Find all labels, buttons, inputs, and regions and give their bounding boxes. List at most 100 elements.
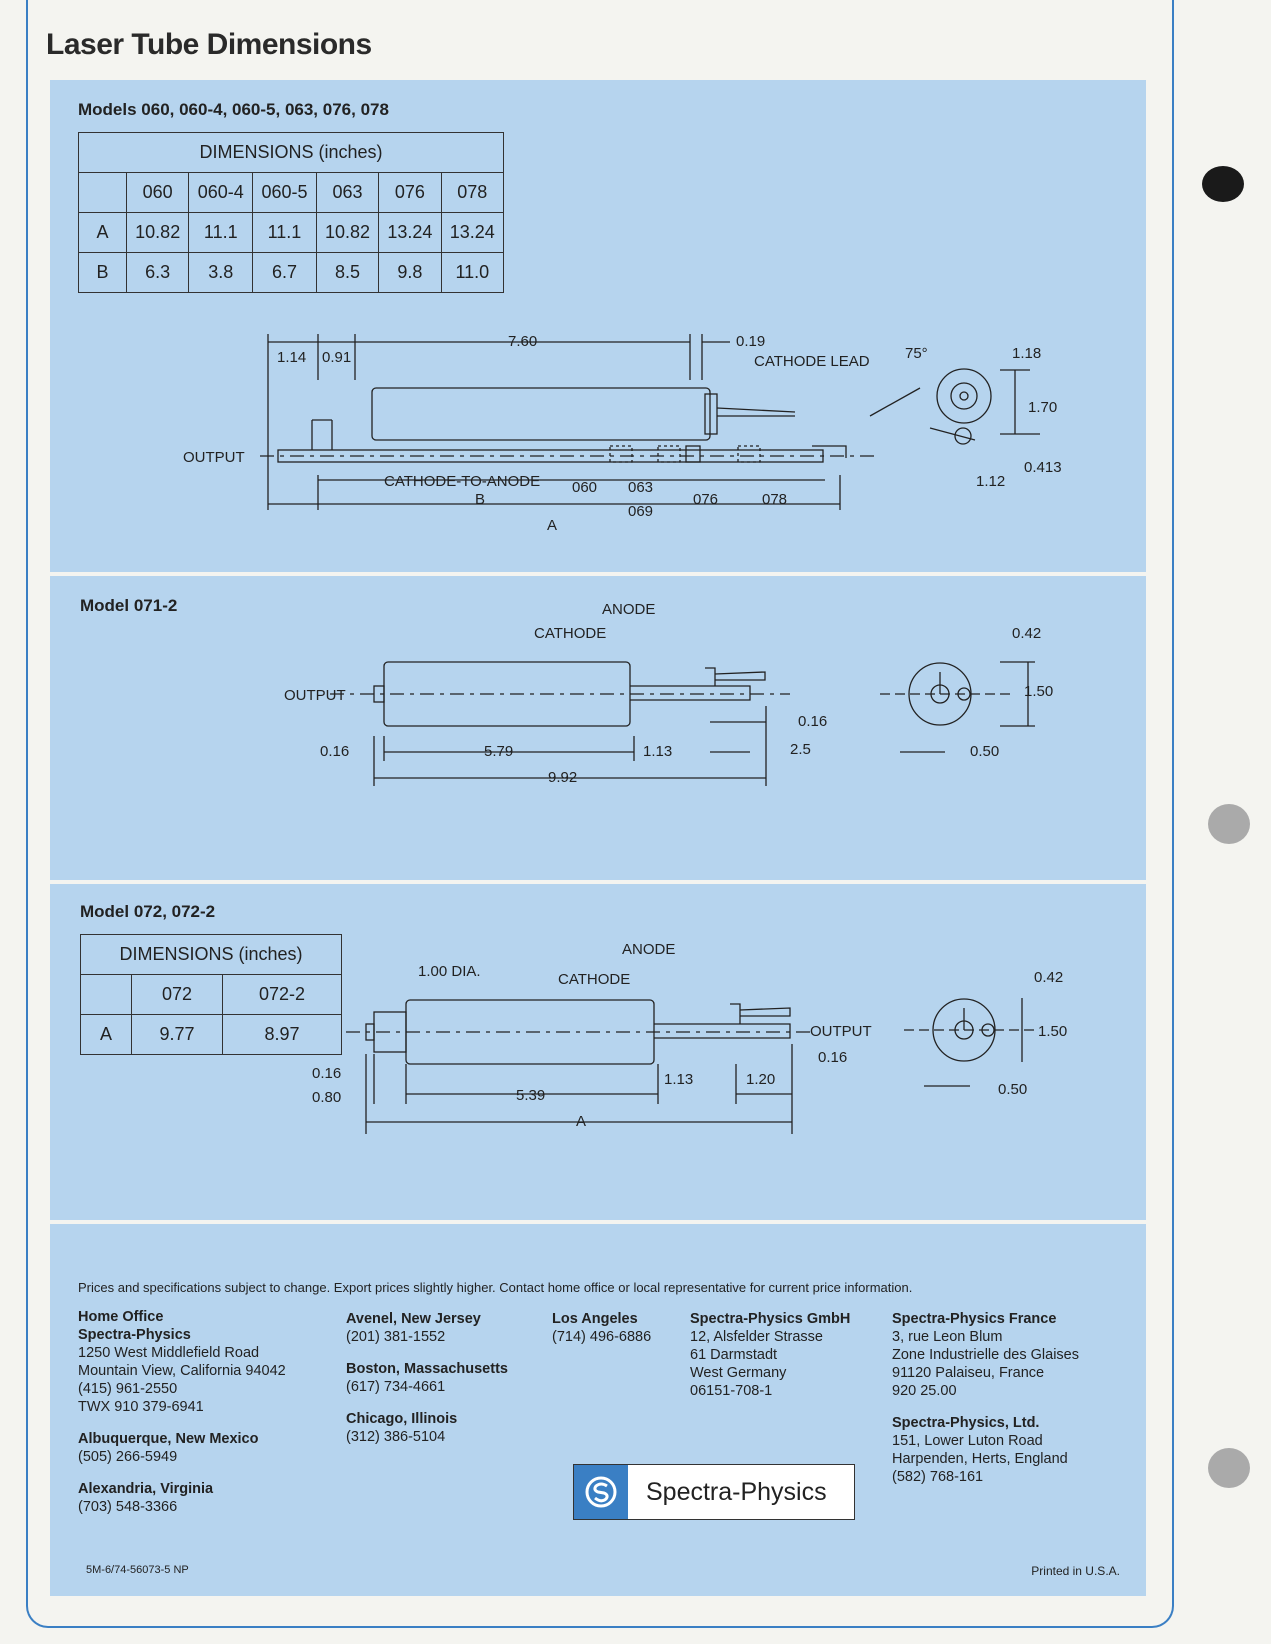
- address-column-5: Spectra-Physics France 3, rue Leon Blum …: [892, 1310, 1079, 1486]
- address-line: 61 Darmstadt: [690, 1347, 778, 1363]
- col-header: 060-4: [188, 172, 254, 213]
- col-header: 072-2: [222, 974, 342, 1015]
- output-label: OUTPUT: [284, 687, 346, 704]
- address-name: Spectra-Physics France: [892, 1311, 1057, 1327]
- model-marker: 060: [572, 479, 597, 496]
- address-column-3: Los Angeles (714) 496-6886: [552, 1310, 651, 1346]
- address-line: 1250 West Middlefield Road: [78, 1345, 260, 1361]
- dim-label: 1.14: [277, 349, 306, 366]
- address-line: TWX 910 379-6941: [78, 1399, 204, 1415]
- cathode-lead-label: CATHODE LEAD: [754, 353, 870, 370]
- support: [311, 419, 333, 450]
- address-column-2: Avenel, New Jersey (201) 381-1552 Boston…: [346, 1310, 508, 1446]
- table-cell: 13.24: [440, 212, 505, 253]
- address-name: Boston, Massachusetts: [346, 1361, 508, 1377]
- section-models-060: Models 060, 060-4, 060-5, 063, 076, 078 …: [50, 80, 1146, 572]
- address-line: 3, rue Leon Blum: [892, 1329, 1003, 1345]
- cathode-label: CATHODE: [558, 971, 630, 988]
- dim-label: 9.92: [548, 769, 577, 786]
- table-cell: 11.1: [252, 212, 317, 253]
- row-label: A: [80, 1014, 132, 1055]
- table-header-row: 060 060-4 060-5 063 076 078: [78, 172, 505, 213]
- anode-label: ANODE: [602, 601, 655, 618]
- address-column-4: Spectra-Physics GmbH 12, Alsfelder Stras…: [690, 1310, 850, 1400]
- output-label: OUTPUT: [183, 449, 245, 466]
- dim-label: 0.42: [1034, 969, 1063, 986]
- model-marker: 078: [762, 491, 787, 508]
- address-line: (703) 548-3366: [78, 1499, 178, 1515]
- dim-label: 0.16: [818, 1049, 847, 1066]
- table-cell: 9.77: [130, 1014, 224, 1055]
- table-row: B 6.3 3.8 6.7 8.5 9.8 11.0: [78, 252, 505, 293]
- anode-label: ANODE: [622, 941, 675, 958]
- binder-hole-top: [1202, 166, 1244, 202]
- page-title: Laser Tube Dimensions: [46, 28, 372, 61]
- cathode-lead-wire: [716, 407, 796, 413]
- dim-label: 5.79: [484, 743, 513, 760]
- section-model-072: Model 072, 072-2 DIMENSIONS (inches) 072…: [50, 884, 1146, 1220]
- address-line: 12, Alsfelder Strasse: [690, 1329, 823, 1345]
- table-cell: 11.0: [440, 252, 505, 293]
- end-view-center: [959, 391, 969, 401]
- address-line: Zone Industrielle des Glaises: [892, 1347, 1079, 1363]
- col-header: 072: [130, 974, 224, 1015]
- tube-body: [371, 387, 711, 441]
- logo-s-icon: [574, 1465, 628, 1519]
- page-border: [26, 0, 1174, 1628]
- model-marker: 063: [628, 479, 653, 496]
- dim-label: 0.19: [736, 333, 765, 350]
- anode-block: [685, 445, 701, 463]
- table-cell: 3.8: [188, 252, 254, 293]
- anode-lead: [705, 667, 766, 686]
- address-line: 91120 Palaiseu, France: [892, 1365, 1045, 1381]
- table-cell: 9.8: [378, 252, 442, 293]
- binder-hole-bottom: [1208, 1448, 1250, 1488]
- anode-position: [657, 445, 681, 463]
- table-cell: 6.3: [125, 252, 190, 293]
- end-view-small: [954, 427, 972, 445]
- table-cell: 10.82: [125, 212, 190, 253]
- anode-position: [609, 445, 633, 463]
- address-line: (312) 386-5104: [346, 1429, 446, 1445]
- dim-label: 1.13: [643, 743, 672, 760]
- model-marker: 069: [628, 503, 653, 520]
- address-line: (714) 496-6886: [552, 1329, 652, 1345]
- address-line: (505) 266-5949: [78, 1449, 178, 1465]
- dim-label: 0.16: [798, 713, 827, 730]
- end-view-circle: [936, 368, 992, 424]
- document-code: 5M-6/74-56073-5 NP: [86, 1564, 189, 1576]
- col-header: 078: [440, 172, 505, 213]
- row-label: B: [78, 252, 127, 293]
- address-line: West Germany: [690, 1365, 787, 1381]
- end-view-inner: [950, 382, 978, 410]
- dim-label: 0.16: [312, 1065, 341, 1082]
- col-header: 063: [315, 172, 380, 213]
- address-line: 06151-708-1: [690, 1383, 773, 1399]
- section-heading: Models 060, 060-4, 060-5, 063, 076, 078: [78, 100, 389, 119]
- dim-label: 1.13: [664, 1071, 693, 1088]
- model-marker: 076: [693, 491, 718, 508]
- address-name: Spectra-Physics, Ltd.: [892, 1415, 1040, 1431]
- address-line: (201) 381-1552: [346, 1329, 446, 1345]
- address-line: Harpenden, Herts, England: [892, 1451, 1068, 1467]
- anode-position: [737, 445, 761, 463]
- address-name: Albuquerque, New Mexico: [78, 1431, 259, 1447]
- address-name: Los Angeles: [552, 1311, 638, 1327]
- printed-in: Printed in U.S.A.: [1031, 1564, 1120, 1578]
- section-heading: Model 072, 072-2: [80, 902, 216, 921]
- address-name: Chicago, Illinois: [346, 1411, 458, 1427]
- dim-label: 7.60: [508, 333, 537, 350]
- address-line: (617) 734-4661: [346, 1379, 446, 1395]
- dim-label: 0.80: [312, 1089, 341, 1106]
- angle-line: [869, 387, 921, 417]
- dim-label: 0.42: [1012, 625, 1041, 642]
- cathode-to-anode-label: CATHODE-TO-ANODE: [384, 473, 540, 490]
- dim-label: 0.50: [970, 743, 999, 760]
- tube-drawing-071-2: ANODE CATHODE OUTPUT 0.16 5.79 1.13 2.5 …: [284, 601, 1053, 786]
- dim-label: 1.50: [1024, 683, 1053, 700]
- dim-label: 0.16: [320, 743, 349, 760]
- logo-text: Spectra-Physics: [646, 1477, 827, 1506]
- table-row: A 9.77 8.97: [80, 1014, 342, 1055]
- dim-label: 1.20: [746, 1071, 775, 1088]
- section-model-071-2: Model 071-2 ANODE CATHODE OUTPUT 0.16 5.…: [50, 576, 1146, 880]
